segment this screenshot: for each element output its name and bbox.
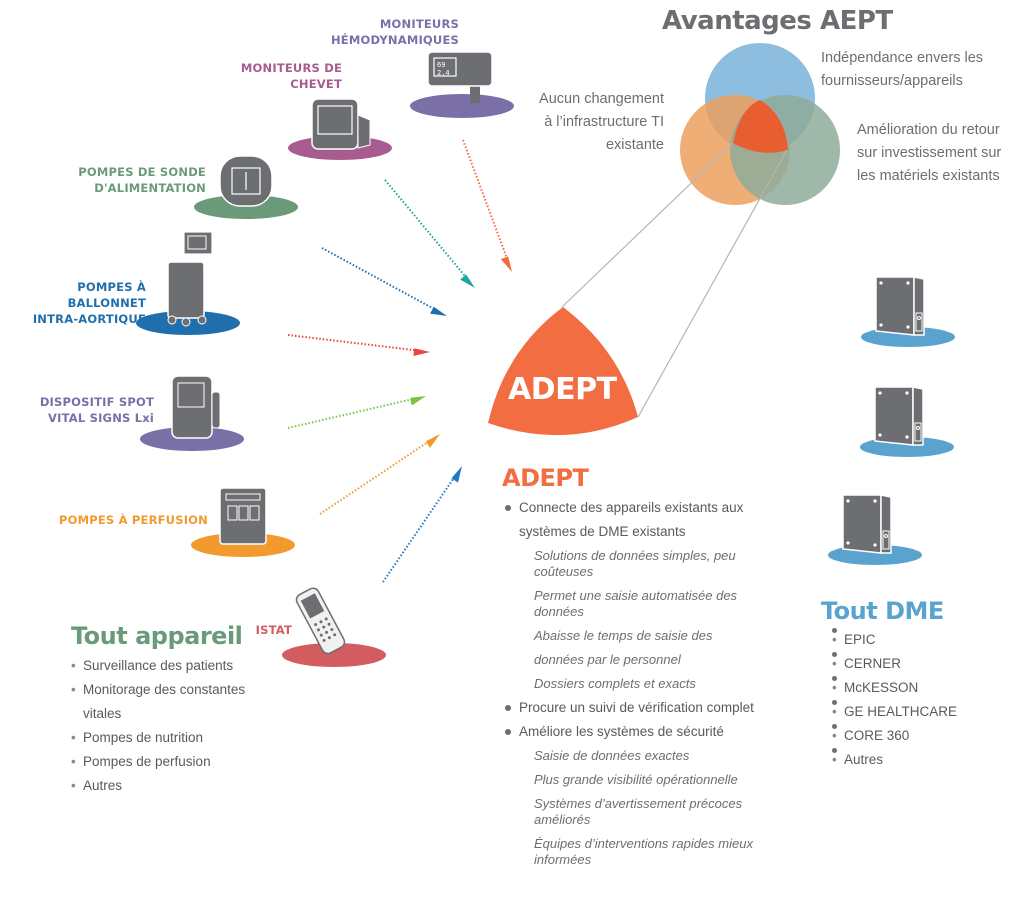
device-label-feeding: POMPES DE SONDE D'ALIMENTATION	[78, 165, 206, 195]
list-item: Connecte des appareils existants aux	[503, 496, 763, 520]
arrow-head-icon	[410, 396, 426, 406]
venn-text-left: Aucun changement à l’infrastructure TI e…	[539, 91, 664, 153]
arrow-head-icon	[451, 466, 462, 483]
hemodynamic-monitor-icon	[427, 51, 493, 87]
list-item: CERNER	[832, 652, 957, 676]
connector-line-left	[561, 142, 734, 308]
adept-hub-label: ADEPT	[508, 372, 617, 407]
arrow-head-icon	[425, 434, 440, 448]
list-item: GE HEALTHCARE	[832, 700, 957, 724]
any-device-list: Surveillance des patients Monitorage des…	[71, 654, 245, 798]
venn-diagram	[680, 43, 840, 205]
server-icon	[859, 386, 955, 458]
list-item: CORE 360	[832, 724, 957, 748]
sub-item-continuation: données par le personnel	[534, 652, 681, 667]
arrow-line	[319, 442, 428, 515]
device-bedside	[288, 98, 392, 160]
list-item: Autres	[71, 774, 245, 798]
ehr-server-3	[827, 494, 923, 566]
list-item: Pompes de nutrition	[71, 726, 245, 750]
any-device-title: Tout appareil	[71, 622, 243, 650]
list-item: Procure un suivi de vérification complet	[503, 696, 763, 720]
infusion-pump-icon	[219, 487, 267, 545]
list-item: Pompes de perfusion	[71, 750, 245, 774]
ehr-title: Tout DME	[821, 597, 944, 625]
device-feeding	[194, 155, 298, 219]
sub-item: Abaisse le temps de saisie des	[534, 628, 713, 643]
device-label-bedside: MONITEURS DE CHEVET	[240, 61, 342, 91]
ehr-list: EPIC CERNER McKESSON GE HEALTHCARE CORE …	[832, 628, 957, 772]
arrow-line	[384, 179, 466, 277]
device-label-istat: ISTAT	[255, 623, 292, 637]
list-item-continuation: systèmes de DME existants	[519, 524, 686, 539]
device-spot	[140, 375, 244, 451]
list-item: Améliore les systèmes de sécurité	[503, 720, 763, 744]
connector-line-right	[637, 149, 788, 418]
arrow-head-icon	[460, 274, 475, 288]
sub-item: Dossiers complets et exacts	[534, 676, 696, 691]
venn-text-right: Amélioration du retour sur investissemen…	[857, 122, 1002, 184]
adept-benefits-list: Connecte des appareils existants aux sys…	[503, 496, 763, 872]
svg-text:2.4: 2.4	[437, 69, 450, 77]
list-item: Autres	[832, 748, 957, 772]
arrow-head-icon	[413, 348, 430, 357]
device-infusion	[191, 487, 295, 557]
arrow-line	[287, 398, 411, 429]
device-label-spot: DISPOSITIF SPOT VITAL SIGNS Lxi	[39, 395, 154, 425]
ehr-server-1	[860, 276, 956, 348]
device-balloon	[136, 231, 240, 335]
list-item: McKESSON	[832, 676, 957, 700]
device-istat	[282, 587, 386, 667]
arrow-line	[321, 247, 434, 310]
arrows-group	[287, 139, 512, 583]
arrow-line	[462, 139, 508, 258]
device-label-hemodynamic: MONITEURS HÉMODYNAMIQUES	[330, 17, 459, 47]
handheld-analyzer-icon	[295, 587, 346, 655]
device-label-infusion: POMPES À PERFUSION	[58, 513, 208, 527]
device-hemodynamic: 69 2.4	[410, 51, 514, 118]
sub-item: Plus grande visibilité opérationnelle	[534, 772, 738, 787]
server-icon	[827, 494, 923, 566]
adept-hub-shape	[488, 307, 638, 436]
sub-item: Saisie de données exactes	[534, 748, 690, 763]
list-item: Surveillance des patients	[71, 654, 245, 678]
ehr-server-2	[859, 386, 955, 458]
svg-text:69: 69	[437, 61, 445, 69]
device-label-balloon: POMPES À BALLONNET INTRA-AORTIQUE	[32, 280, 146, 326]
arrow-head-icon	[500, 256, 512, 272]
arrow-head-icon	[430, 306, 447, 316]
server-icon	[860, 276, 956, 348]
arrow-line	[382, 478, 454, 583]
arrow-line	[287, 334, 415, 352]
venn-text-top: Indépendance envers les fournisseurs/app…	[821, 50, 984, 89]
venn-center	[733, 100, 788, 153]
list-item: EPIC	[832, 628, 957, 652]
adept-section-title: ADEPT	[502, 464, 589, 492]
list-item-continuation: vitales	[83, 706, 122, 721]
list-item: Monitorage des constantes	[71, 678, 245, 702]
venn-title: Avantages AEPT	[662, 6, 893, 36]
